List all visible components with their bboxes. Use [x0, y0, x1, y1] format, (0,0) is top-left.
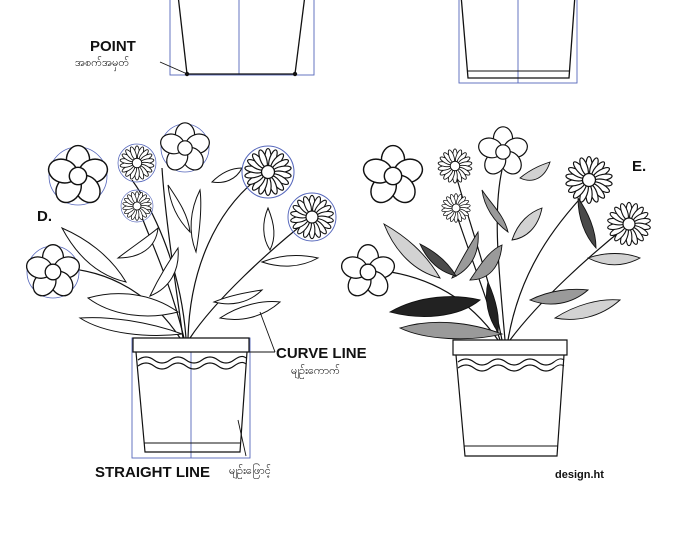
- point-label-my: အစက်အမှတ်: [75, 56, 130, 69]
- pot-shaded-e: [452, 339, 568, 457]
- curve-leader-line-2: [259, 311, 276, 353]
- flower-round-low-e: [338, 244, 398, 301]
- point-label: POINT: [90, 38, 136, 55]
- flower-daisy-small: [117, 143, 157, 183]
- flower-daisy-large-e: [564, 155, 614, 205]
- point-leader-line: [159, 61, 186, 74]
- flower-daisy-tiny-e: [441, 193, 471, 223]
- flower-daisy-small-e: [437, 148, 473, 184]
- pot-previous-left: [169, 0, 315, 76]
- plant-shaded-e: [338, 126, 652, 457]
- flower-round-large-e: [359, 144, 427, 209]
- flower-round-large: [44, 144, 112, 209]
- step-d-label: D.: [37, 208, 52, 225]
- flower-daisy-right: [287, 192, 337, 242]
- point-marker-left: [184, 71, 190, 77]
- flower-round-top-e: [475, 126, 531, 179]
- straight-line-label-my: မျဉ်းဖြောင့်: [229, 464, 271, 477]
- flower-round-low: [23, 244, 83, 301]
- straight-line-label: STRAIGHT LINE: [95, 464, 210, 481]
- pot-outline-d: [131, 337, 251, 459]
- curve-line-label-my: မျဉ်းကောက်: [291, 364, 340, 377]
- plant-outline-d: [23, 122, 337, 459]
- step-e-label: E.: [632, 158, 647, 175]
- point-marker-right: [292, 71, 298, 77]
- straight-leader-line: [237, 419, 247, 457]
- flower-daisy-large: [241, 145, 295, 199]
- pot-previous-right: [458, 0, 578, 84]
- flower-round-top: [157, 122, 213, 175]
- credit-text: design.ht: [555, 469, 604, 481]
- curve-line-label: CURVE LINE: [276, 345, 367, 362]
- flower-daisy-tiny: [120, 189, 154, 223]
- flower-daisy-right-e: [606, 201, 652, 247]
